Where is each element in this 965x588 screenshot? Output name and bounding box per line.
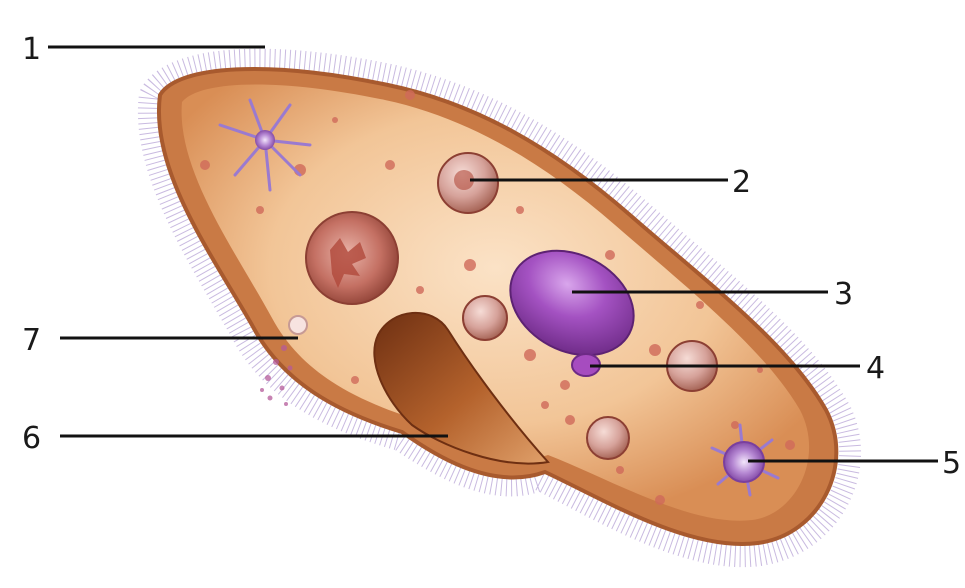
label-5: 5	[942, 446, 961, 481]
label-2: 2	[732, 165, 751, 200]
food-vacuole	[438, 153, 498, 213]
food-vacuole	[587, 417, 629, 459]
label-3: 3	[834, 277, 853, 312]
food-vacuole	[463, 296, 507, 340]
label-4: 4	[866, 351, 885, 386]
food-vacuole-large	[306, 212, 398, 304]
label-7: 7	[22, 323, 41, 358]
label-6: 6	[22, 421, 41, 456]
label-1: 1	[22, 32, 41, 67]
